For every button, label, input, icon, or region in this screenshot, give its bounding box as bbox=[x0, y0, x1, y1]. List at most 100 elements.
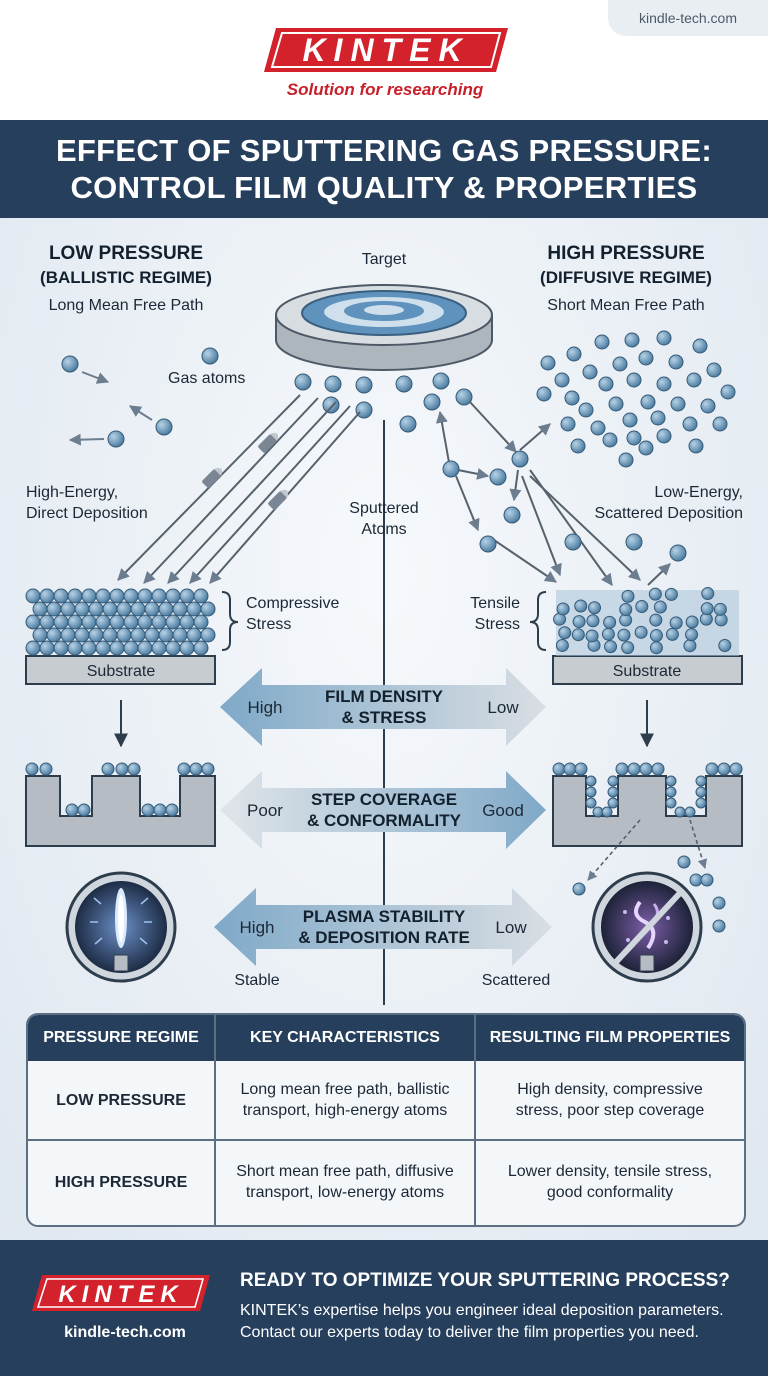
atom bbox=[144, 601, 160, 617]
atom bbox=[25, 640, 41, 656]
atom bbox=[651, 762, 665, 776]
atom bbox=[200, 601, 216, 617]
page-title: EFFECT OF SPUTTERING GAS PRESSURE: CONTR… bbox=[55, 133, 713, 205]
atom bbox=[685, 628, 699, 642]
atom bbox=[95, 588, 111, 604]
atom bbox=[193, 640, 209, 656]
atom bbox=[115, 762, 129, 776]
trench-low-atoms bbox=[25, 762, 215, 817]
table-divider bbox=[214, 1015, 216, 1225]
atom bbox=[153, 803, 167, 817]
atom bbox=[65, 803, 79, 817]
atom bbox=[607, 797, 619, 809]
atom bbox=[572, 615, 586, 629]
tensile-brace bbox=[529, 591, 547, 651]
arrow-plasma-stability bbox=[214, 888, 552, 966]
atom bbox=[67, 640, 83, 656]
atom bbox=[186, 601, 202, 617]
atom bbox=[123, 640, 139, 656]
atom bbox=[639, 762, 653, 776]
atom bbox=[137, 614, 153, 630]
atom bbox=[32, 601, 48, 617]
atom bbox=[607, 786, 619, 798]
atom bbox=[39, 762, 53, 776]
high-pressure-regime: (DIFFUSIVE REGIME) bbox=[540, 268, 712, 287]
atom bbox=[585, 786, 597, 798]
atom bbox=[123, 588, 139, 604]
atom bbox=[60, 601, 76, 617]
atom bbox=[585, 797, 597, 809]
atom bbox=[165, 588, 181, 604]
atom bbox=[123, 614, 139, 630]
density-left-label: High bbox=[248, 698, 283, 717]
trench-high-atoms bbox=[552, 762, 743, 818]
atom bbox=[172, 627, 188, 643]
atom bbox=[102, 627, 118, 643]
low-energy-label: Low-Energy, Scattered Deposition bbox=[594, 484, 743, 522]
atom bbox=[665, 775, 677, 787]
atom bbox=[649, 613, 663, 627]
footer-kintek-logo: KINTEK bbox=[32, 1275, 210, 1311]
atom bbox=[621, 589, 635, 603]
atom bbox=[601, 806, 613, 818]
atom bbox=[695, 775, 707, 787]
atom bbox=[635, 600, 649, 614]
plasma-title-2: & DEPOSITION RATE bbox=[298, 928, 470, 947]
atom bbox=[102, 601, 118, 617]
atom bbox=[95, 640, 111, 656]
low-pressure-path: Long Mean Free Path bbox=[48, 297, 204, 314]
gas-atoms-high bbox=[536, 330, 736, 468]
atom bbox=[179, 640, 195, 656]
arrow-film-density bbox=[220, 668, 546, 746]
atom bbox=[151, 588, 167, 604]
sputtered-atoms bbox=[294, 372, 473, 433]
atom bbox=[558, 626, 572, 640]
atom bbox=[713, 602, 727, 616]
atom bbox=[556, 602, 570, 616]
atom bbox=[665, 797, 677, 809]
atom bbox=[674, 806, 686, 818]
atom bbox=[67, 614, 83, 630]
atom bbox=[95, 614, 111, 630]
title-banner bbox=[0, 120, 768, 218]
atom bbox=[141, 803, 155, 817]
plasma-unstable-icon bbox=[591, 871, 703, 983]
sputtering-diagram: High FILM DENSITY & STRESS Low Poor STEP… bbox=[25, 284, 743, 1005]
cta-body: KINTEK’s expertise helps you engineer id… bbox=[240, 1302, 724, 1341]
atom bbox=[109, 640, 125, 656]
atom bbox=[627, 762, 641, 776]
atom bbox=[684, 806, 696, 818]
atom bbox=[179, 588, 195, 604]
target-disk bbox=[275, 284, 493, 371]
atom bbox=[574, 762, 588, 776]
atom bbox=[615, 762, 629, 776]
atom bbox=[186, 627, 202, 643]
atom bbox=[621, 641, 635, 655]
atom bbox=[588, 601, 602, 615]
atom bbox=[101, 762, 115, 776]
atom bbox=[165, 640, 181, 656]
porous-film-high bbox=[552, 590, 743, 685]
table-row-low-regime: LOW PRESSURE bbox=[56, 1091, 186, 1109]
atom bbox=[53, 614, 69, 630]
atom bbox=[77, 803, 91, 817]
cta-title: READY TO OPTIMIZE YOUR SPUTTERING PROCES… bbox=[240, 1270, 730, 1291]
dense-film-low bbox=[25, 655, 216, 685]
atom bbox=[617, 628, 631, 642]
sputtered-atoms-label: Sputtered Atoms bbox=[349, 500, 419, 538]
ballistic-trajectories bbox=[117, 394, 361, 584]
atom bbox=[200, 627, 216, 643]
atom bbox=[158, 627, 174, 643]
atom bbox=[53, 588, 69, 604]
atom bbox=[130, 601, 146, 617]
footer-site-link[interactable]: kindle-tech.com bbox=[64, 1324, 186, 1341]
atom bbox=[74, 601, 90, 617]
gas-atoms-label: Gas atoms bbox=[168, 370, 246, 387]
kintek-logo: KINTEK bbox=[264, 28, 508, 72]
atom bbox=[25, 614, 41, 630]
table-row-high-regime: HIGH PRESSURE bbox=[54, 1173, 188, 1191]
site-url-tab[interactable]: kindle-tech.com bbox=[608, 0, 768, 36]
atom bbox=[25, 588, 41, 604]
table-header-characteristics: KEY CHARACTERISTICS bbox=[216, 1015, 474, 1061]
